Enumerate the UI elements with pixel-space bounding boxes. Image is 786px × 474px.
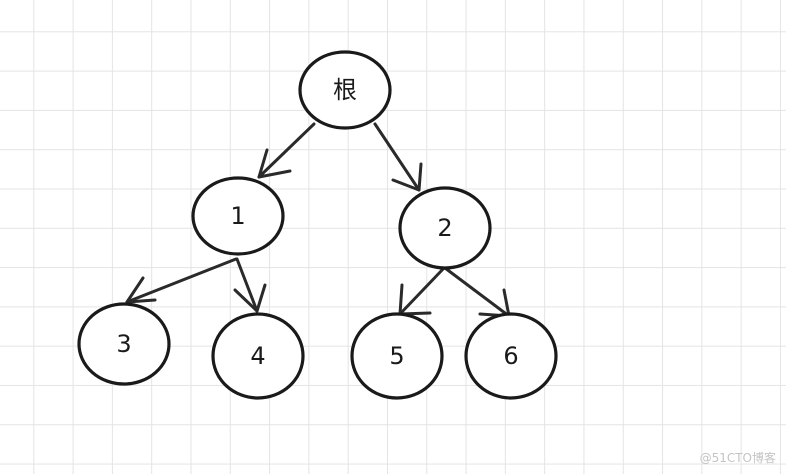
edge-n1-n4 (233, 257, 267, 313)
node-circle (464, 312, 558, 400)
node-circle (77, 302, 171, 386)
node-circle (398, 186, 492, 270)
edge-n2-n6 (443, 266, 511, 318)
edge-line (443, 266, 511, 318)
arrowhead (391, 162, 423, 192)
edge-root-n2 (373, 122, 423, 192)
edge-n2-n5 (398, 266, 446, 316)
node-label: 3 (116, 330, 131, 358)
edge-line (398, 266, 446, 316)
node-label: 1 (230, 202, 245, 230)
arrowhead (233, 283, 267, 313)
edge-line (373, 122, 421, 192)
tree-node-n6: 6 (464, 312, 558, 400)
edge-root-n1 (257, 122, 316, 179)
node-circle (350, 312, 444, 400)
edge-line (257, 122, 316, 179)
node-circle (211, 312, 305, 400)
node-label: 2 (437, 214, 452, 242)
node-label: 4 (250, 342, 265, 370)
edge-line (125, 257, 238, 304)
watermark: @51CTO博客 (699, 451, 776, 465)
nodes-layer: 根 1 2 3 4 5 6 (77, 50, 558, 400)
edges-layer (125, 122, 511, 318)
arrowhead (125, 276, 157, 304)
edge-n1-n3 (125, 257, 238, 304)
arrowhead (257, 148, 292, 179)
tree-node-n4: 4 (211, 312, 305, 400)
tree-node-n2: 2 (398, 186, 492, 270)
tree-node-n3: 3 (77, 302, 171, 386)
tree-node-n1: 1 (191, 176, 285, 256)
edge-line (235, 257, 259, 313)
node-label: 5 (389, 342, 404, 370)
node-circle (298, 50, 392, 130)
node-label: 根 (333, 76, 357, 104)
node-circle (191, 176, 285, 256)
tree-node-n5: 5 (350, 312, 444, 400)
tree-node-root: 根 (298, 50, 392, 130)
node-label: 6 (503, 342, 518, 370)
